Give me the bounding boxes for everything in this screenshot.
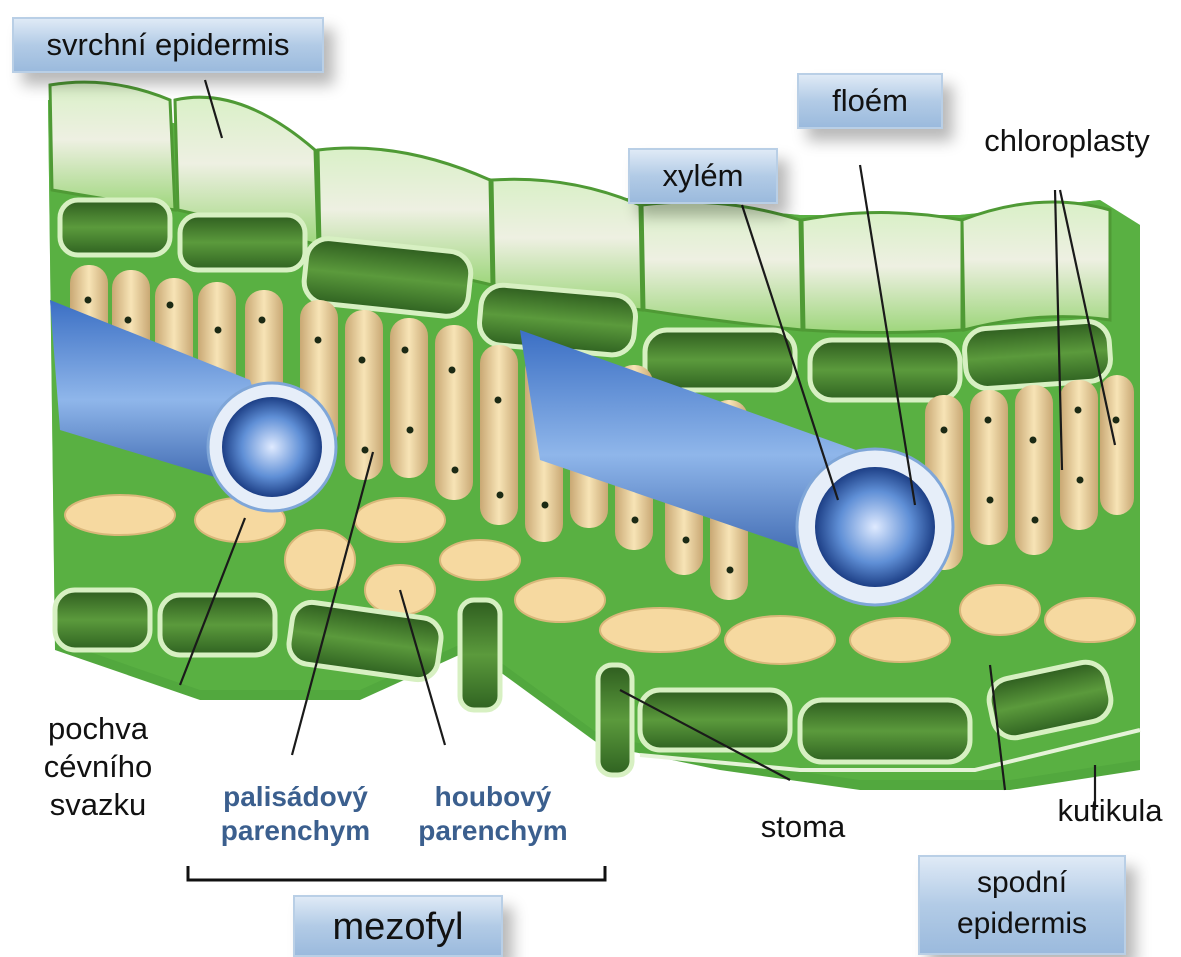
lower-epidermis-line-1: spodní xyxy=(920,863,1124,904)
spongy-parenchyma-label: houbový parenchym xyxy=(398,780,588,848)
spongy-line-2: parenchym xyxy=(398,814,588,848)
bundle-sheath-line-2: cévního xyxy=(18,748,178,786)
bundle-sheath-line-3: svazku xyxy=(18,786,178,824)
xylem-label: xylém xyxy=(628,148,778,204)
palisade-line-2: parenchym xyxy=(193,814,398,848)
palisade-line-1: palisádový xyxy=(193,780,398,814)
chloroplasts-label: chloroplasty xyxy=(962,122,1172,160)
mesophyll-label: mezofyl xyxy=(293,895,503,957)
phloem-label: floém xyxy=(797,73,943,129)
stoma-label: stoma xyxy=(728,808,878,846)
lower-epidermis-label: spodní epidermis xyxy=(918,855,1126,955)
bundle-sheath-label: pochva cévního svazku xyxy=(18,710,178,823)
bundle-sheath-line-1: pochva xyxy=(18,710,178,748)
upper-epidermis-label: svrchní epidermis xyxy=(12,17,324,73)
palisade-parenchyma-label: palisádový parenchym xyxy=(193,780,398,848)
cuticle-label: kutikula xyxy=(1040,792,1180,830)
lower-epidermis-line-2: epidermis xyxy=(920,904,1124,945)
spongy-line-1: houbový xyxy=(398,780,588,814)
mesophyll-bracket xyxy=(188,866,605,880)
